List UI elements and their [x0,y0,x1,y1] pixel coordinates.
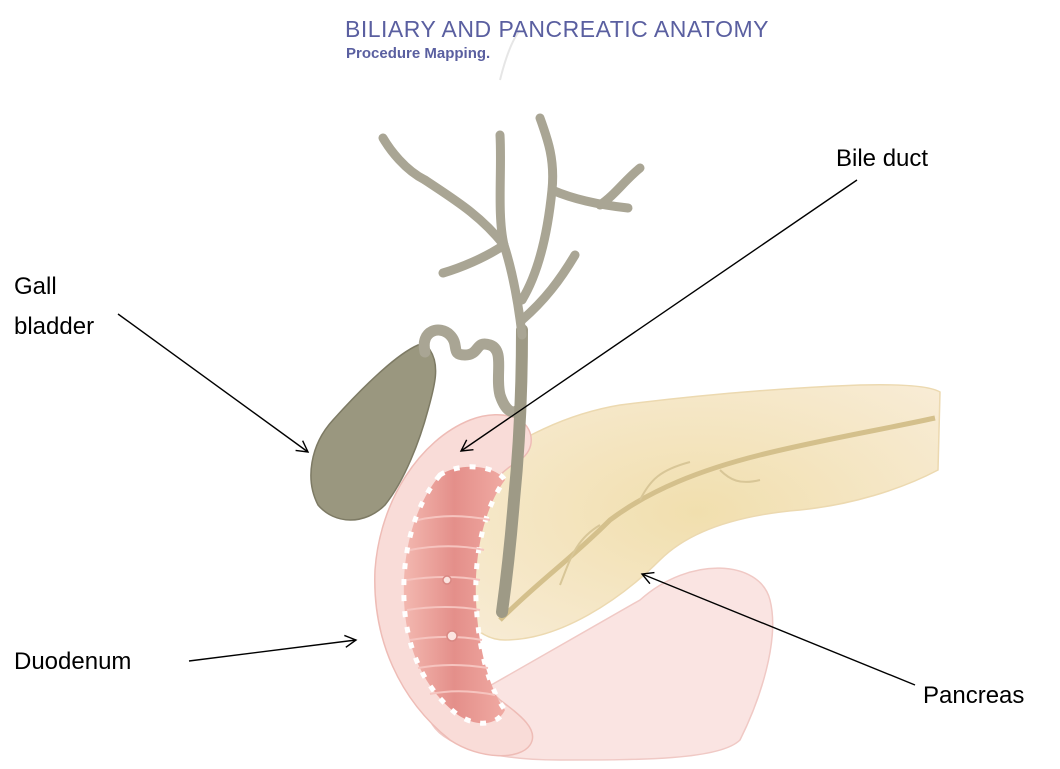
duodenum-arrow [189,640,356,661]
cystic-duct [424,330,518,412]
page-subtitle: Procedure Mapping. [346,45,490,62]
gallbladder-arrow [118,314,308,452]
page-title: BILIARY AND PANCREATIC ANATOMY [345,16,769,43]
papilla-minor [443,576,451,584]
papilla-major [447,631,457,641]
pancreas-label: Pancreas [923,681,1024,711]
bile-duct-label: Bile duct [836,144,928,174]
gallbladder-label-line1: Gall [14,272,57,302]
hepatic-ducts [383,118,640,335]
duodenum-label: Duodenum [14,647,131,677]
gallbladder-label-line2: bladder [14,312,94,342]
